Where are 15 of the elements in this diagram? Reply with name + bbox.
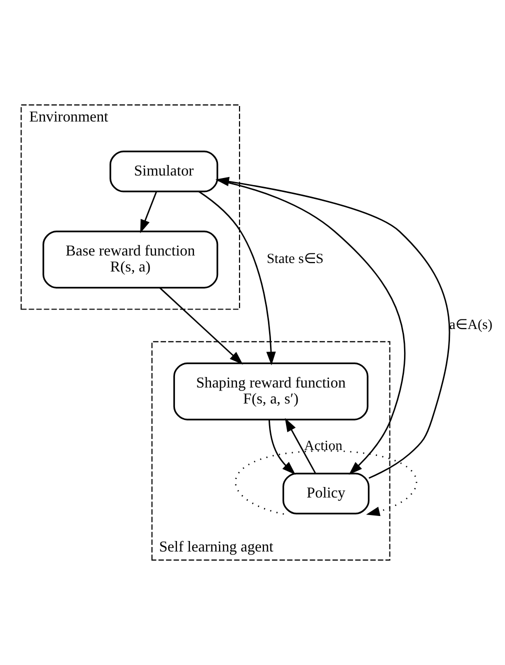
- edge-label: a∈A(s): [449, 317, 492, 334]
- arrow: [215, 176, 450, 479]
- node-box: Base reward function R(s, a): [42, 230, 218, 288]
- arrow: [140, 191, 158, 234]
- arrow: [268, 420, 296, 475]
- arrow: [218, 180, 406, 475]
- node-box: Shaping reward function F(s, a, s′): [173, 362, 368, 420]
- arrow: [235, 450, 417, 516]
- edge-label: Action: [304, 438, 342, 454]
- edge-label: State s∈S: [266, 251, 324, 268]
- arrow: [198, 190, 276, 366]
- node-box: Policy: [282, 472, 370, 514]
- arrow: [284, 418, 316, 474]
- node-box: Simulator: [110, 150, 218, 192]
- arrow: [159, 287, 244, 365]
